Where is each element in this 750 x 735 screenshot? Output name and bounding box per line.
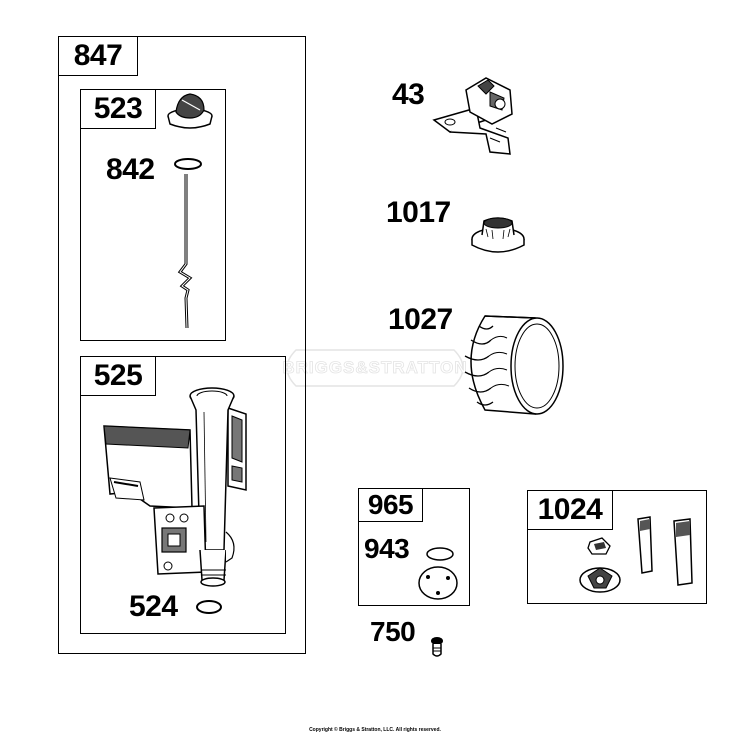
oil-cap-1017-icon: [471, 217, 525, 253]
group-965-label: 965: [358, 488, 423, 522]
dipstick-icon: [167, 93, 213, 329]
watermark-text: BRIGGS&STRATTON: [282, 358, 468, 378]
clip-1024-icon: [637, 516, 693, 586]
part-1017-label: 1017: [386, 196, 451, 229]
part-943-label: 943: [364, 533, 410, 564]
oring-524-icon: [196, 600, 222, 614]
oil-filter-icon: [464, 315, 564, 415]
brand-watermark: BRIGGS&STRATTON: [276, 348, 474, 388]
part-842-label: 842: [106, 153, 155, 186]
fitting-1024-icon: [579, 537, 621, 593]
oil-fill-tube-icon: [103, 387, 247, 587]
part-750-label: 750: [370, 616, 416, 647]
group-847-frame: [58, 36, 306, 654]
gasket-943-icon: [426, 547, 454, 561]
group-525-label: 525: [80, 356, 156, 396]
group-1024-label: 1024: [527, 490, 613, 530]
cover-plate-icon: [418, 566, 458, 600]
part-524-label: 524: [129, 590, 178, 623]
group-525-frame: [80, 356, 286, 634]
group-1024-frame: [527, 490, 707, 604]
part-43-label: 43: [392, 78, 425, 111]
watermark-outline: [286, 349, 464, 387]
copyright-notice: Copyright © Briggs & Stratton, LLC. All …: [309, 727, 441, 733]
group-523-label: 523: [80, 89, 156, 129]
screw-750-icon: [431, 637, 443, 657]
oil-sensor-bracket-icon: [432, 77, 513, 155]
group-847-label: 847: [58, 36, 138, 76]
part-1027-label: 1027: [388, 303, 453, 336]
